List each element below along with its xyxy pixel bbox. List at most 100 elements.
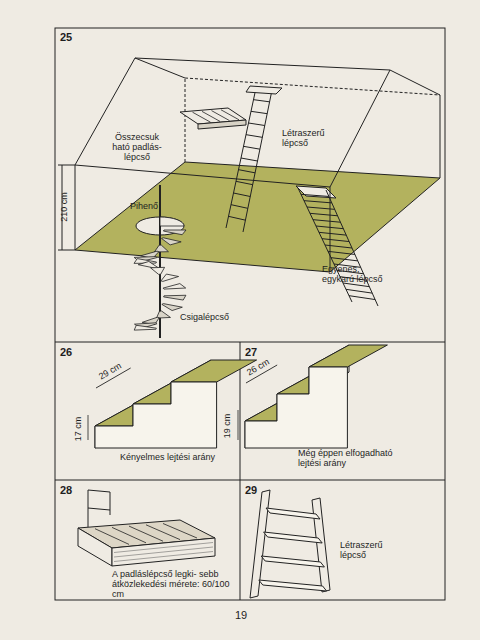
landing <box>160 217 184 226</box>
attic-stair-box <box>78 490 215 566</box>
folding-attic-stair-box <box>180 108 246 129</box>
stair-tread <box>331 258 358 261</box>
ladder-rung <box>229 216 246 220</box>
stair-stringer <box>326 190 378 306</box>
slat <box>221 110 239 120</box>
ladder-tread <box>259 580 327 591</box>
opening-frame <box>88 508 110 510</box>
spiral-step <box>161 274 179 281</box>
gable <box>330 70 440 187</box>
box-side <box>78 528 112 566</box>
ladder-tread <box>261 556 324 567</box>
slat <box>129 526 163 541</box>
slat <box>212 111 230 121</box>
grain <box>114 547 213 557</box>
opening-frame <box>88 490 110 492</box>
slat <box>112 527 146 542</box>
ladder-tread <box>266 508 320 519</box>
spiral-step <box>151 267 165 274</box>
part-label: Pihenő <box>130 201 162 211</box>
stair-tread <box>310 213 338 215</box>
grain <box>114 552 213 562</box>
part-label: Csigalépcső <box>180 312 240 322</box>
stair-tread <box>313 220 340 223</box>
stair-tread <box>328 251 355 254</box>
ladder-tread <box>264 532 323 543</box>
ladder-rail <box>312 498 330 592</box>
outer-frame <box>55 28 445 600</box>
dimension-tick <box>58 165 75 166</box>
ladder-rung <box>241 158 258 161</box>
ladder-rung <box>244 146 260 149</box>
dimension: 17 cm <box>73 411 83 447</box>
slat <box>202 111 220 121</box>
figure-number: 26 <box>60 346 90 358</box>
caption-label: Még éppen elfogadható lejtési arány <box>298 448 418 468</box>
box-slats <box>193 110 240 122</box>
roof-hatch <box>246 86 282 94</box>
slat <box>193 112 211 122</box>
part-label: Egyenes, egykarú lépcső <box>322 264 392 284</box>
dimension-line <box>88 415 89 440</box>
ladder-rung <box>254 100 270 102</box>
divider <box>55 480 445 481</box>
part-label: Létraszerű lépcső <box>340 540 410 560</box>
figure-number: 27 <box>245 346 275 358</box>
house-wireframe <box>58 58 440 272</box>
opening-frame <box>110 492 111 515</box>
stair-tread <box>325 245 352 248</box>
spiral-step <box>163 284 186 290</box>
spiral-step <box>162 238 182 245</box>
figure-number: 29 <box>245 484 275 496</box>
dimension-tick <box>58 250 75 251</box>
stair-tread <box>319 232 346 235</box>
attic-floor <box>75 162 440 272</box>
slat <box>146 525 180 540</box>
stair-tread <box>316 226 343 229</box>
dimension: 19 cm <box>222 408 232 444</box>
step-model <box>95 360 257 448</box>
ladder-stair <box>250 490 330 598</box>
ladder-stair <box>226 86 282 232</box>
wood-grain <box>114 543 213 562</box>
figure-number: 28 <box>60 484 90 496</box>
grain <box>114 543 213 553</box>
dimension: 210 cm <box>59 187 69 227</box>
spiral-step <box>162 304 182 311</box>
caption-label: Kényelmes lejtési arány <box>120 452 230 462</box>
wall-edge <box>75 165 76 250</box>
straight-stair <box>298 188 378 306</box>
page-number: 19 <box>226 610 256 620</box>
stair-stringer <box>298 188 352 302</box>
stair-side <box>95 382 217 448</box>
box-slats <box>95 524 197 545</box>
ladder-rung <box>231 205 248 209</box>
dimension-line <box>238 410 239 440</box>
ridge <box>135 58 390 70</box>
box-side <box>198 120 246 129</box>
spiral-step <box>156 311 170 318</box>
spiral-step <box>134 325 156 330</box>
part-label: Összecsuk ható padlás- lépcső <box>108 132 166 162</box>
wall-edge <box>185 78 186 162</box>
ladder-rung <box>249 123 265 126</box>
tread <box>171 360 257 382</box>
ladder-rung <box>251 111 267 113</box>
tread <box>309 345 387 367</box>
slat <box>95 529 129 545</box>
caption-label: A padláslépcső legki- sebb átközlekedési… <box>112 569 237 599</box>
slat <box>163 524 197 539</box>
spiral-step <box>163 230 186 235</box>
wall-edge <box>440 95 441 178</box>
ladder-rung <box>234 193 251 197</box>
divider <box>240 342 241 600</box>
ladder-rung <box>236 181 253 184</box>
part-label: Létraszerű lépcső <box>282 128 352 148</box>
stair-tread <box>301 194 329 196</box>
box-front <box>112 538 215 566</box>
stair-tread <box>322 239 349 242</box>
gable <box>75 58 185 165</box>
stair-side <box>245 367 347 448</box>
stair-tread <box>349 296 375 300</box>
